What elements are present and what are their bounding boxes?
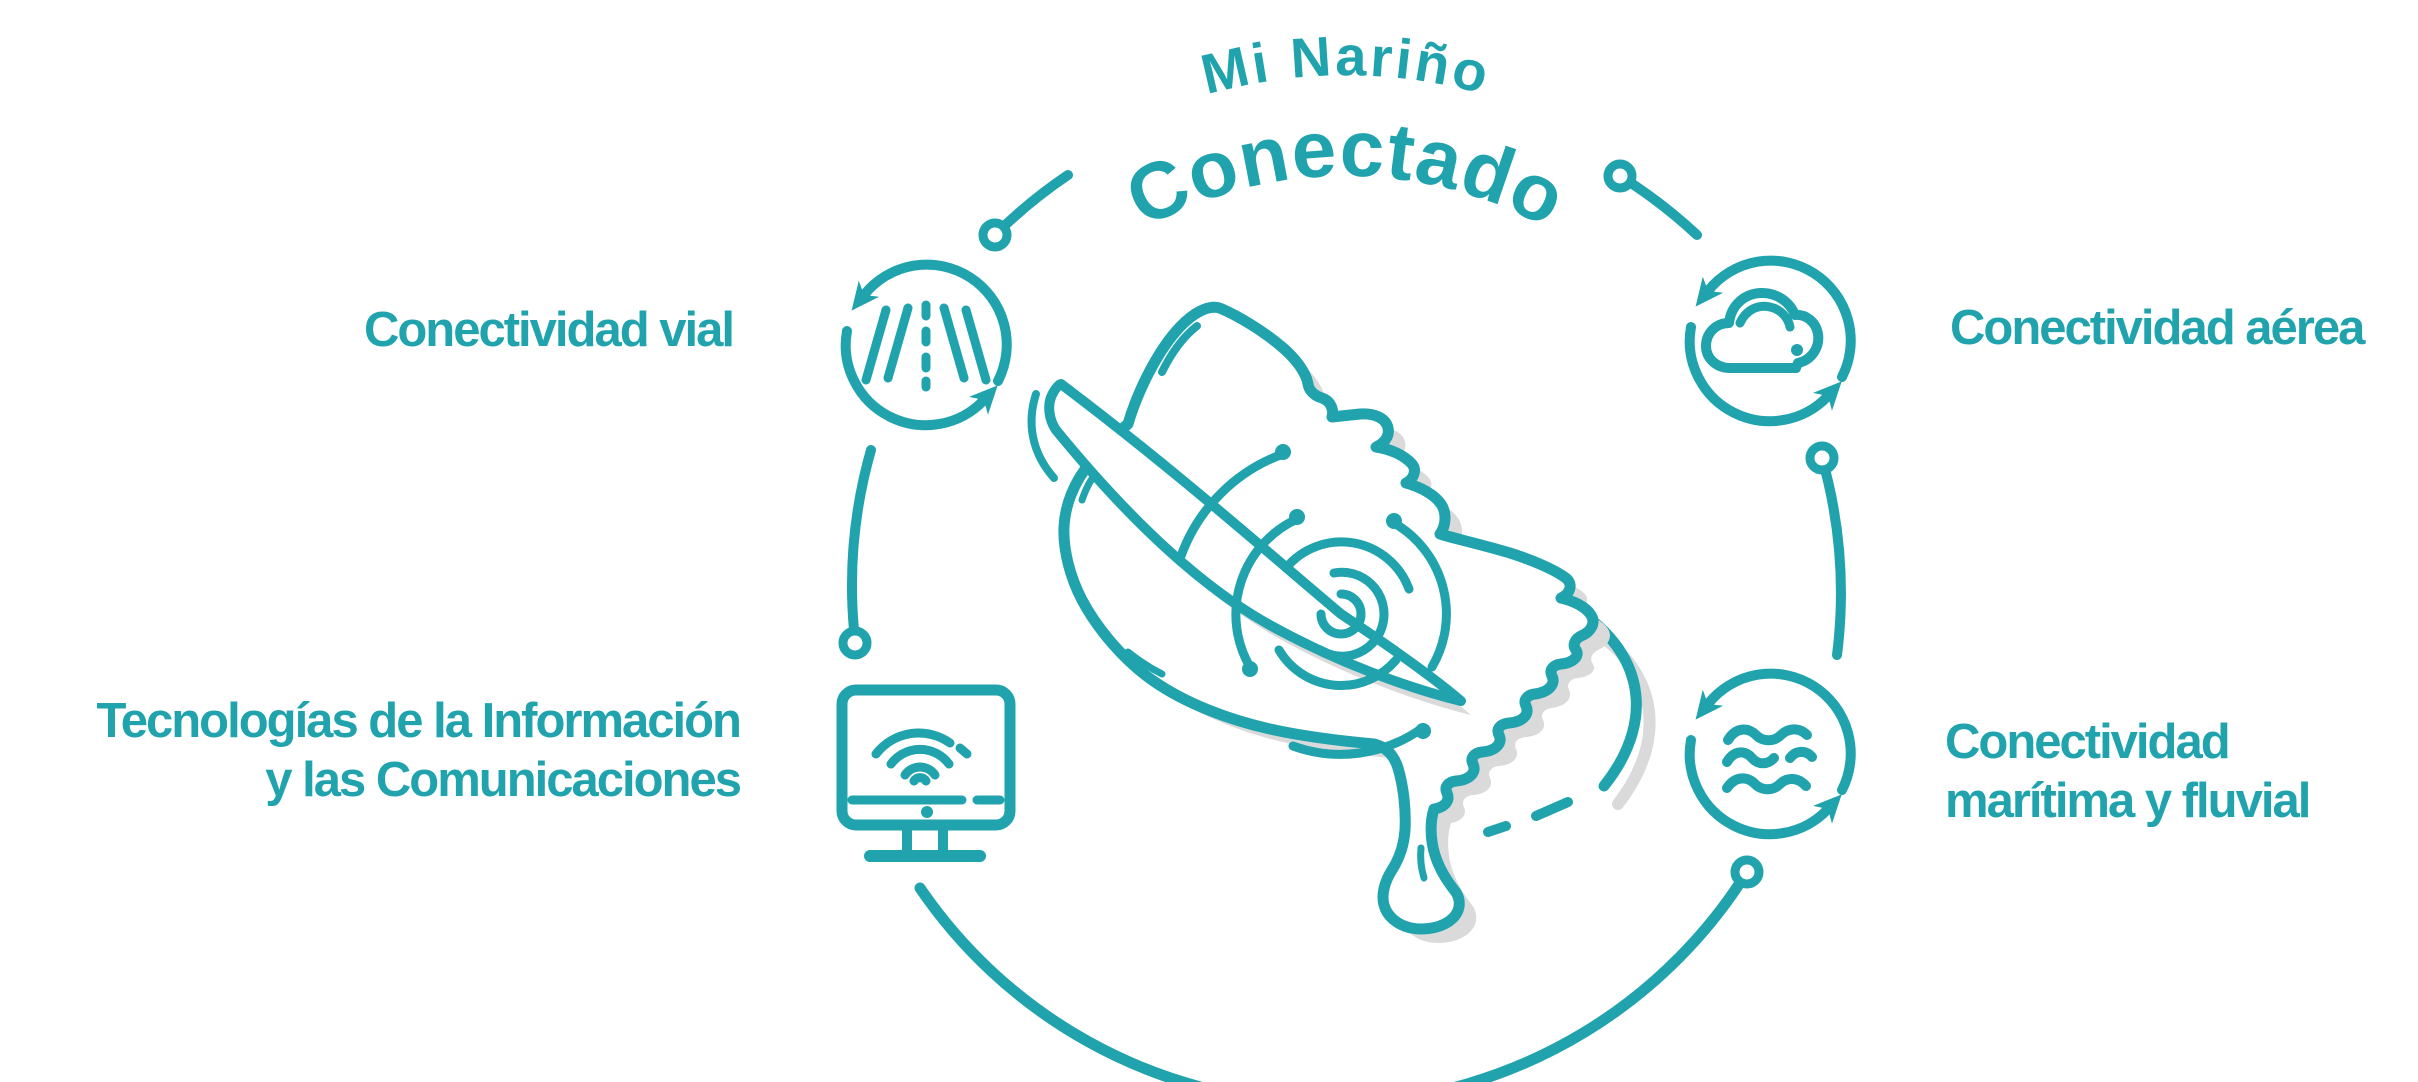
label-maritima-line2: marítima y fluvial — [1945, 774, 2311, 828]
node-ring — [1730, 855, 1764, 889]
cloud-icon — [1690, 261, 1851, 422]
title-line1: Mi Nariño — [1195, 24, 1497, 106]
title-line2: Conectado — [1113, 103, 1580, 243]
label-tic-line2: y las Comunicaciones — [265, 753, 742, 807]
orbit-ring-front — [1027, 379, 1471, 715]
label-conectividad-vial: Conectividad vial — [363, 303, 735, 357]
narino-map-illustration — [1027, 301, 1656, 943]
waves-icon — [1690, 674, 1851, 835]
monitor-wifi-icon — [836, 684, 1016, 862]
page-title: Mi Nariño Conectado — [1113, 24, 1580, 243]
road-icon — [846, 265, 1007, 426]
node-ring — [1603, 159, 1637, 193]
label-maritima-line1: Conectividad — [1945, 715, 2231, 769]
radar-signal — [1176, 444, 1451, 759]
label-conectividad-aerea: Conectividad aérea — [1950, 301, 2365, 355]
label-tic-line1: Tecnologías de la Información — [96, 694, 742, 748]
orbit-echo-arc — [1027, 390, 1058, 482]
node-ring — [838, 626, 872, 660]
connector-ring — [838, 159, 1846, 1082]
label-maritima: Conectividad marítima y fluvial — [1945, 713, 2311, 831]
label-tic: Tecnologías de la Información y las Comu… — [96, 692, 742, 810]
node-ring — [1805, 441, 1839, 475]
wifi-waves — [871, 728, 972, 786]
node-ring — [978, 218, 1012, 252]
